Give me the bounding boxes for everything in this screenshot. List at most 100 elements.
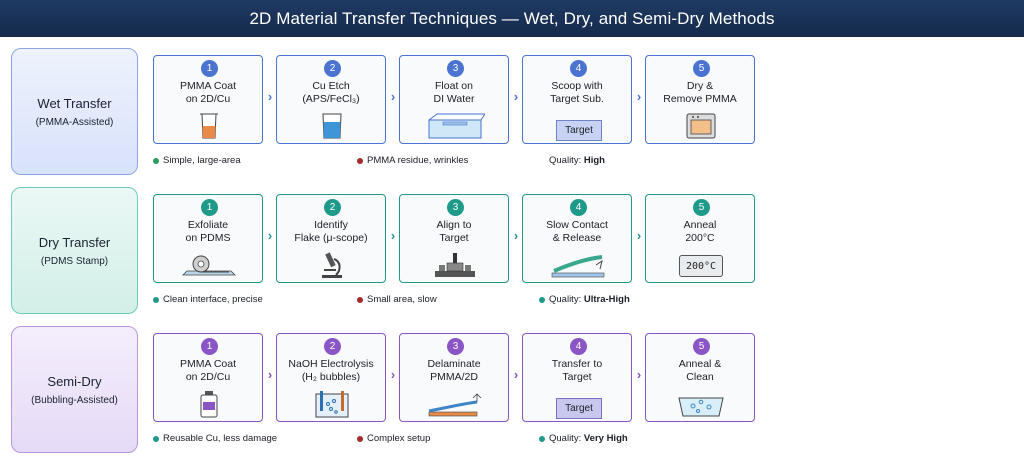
step-number: 5 bbox=[693, 60, 710, 77]
pro-dot-icon bbox=[153, 435, 159, 442]
con-text: PMMA residue, wrinkles bbox=[367, 155, 469, 166]
pro-text: Simple, large-area bbox=[163, 155, 241, 166]
transfer-stage-icon bbox=[435, 253, 475, 277]
pro-note: Reusable Cu, less damage bbox=[153, 433, 277, 444]
chevron-right-icon: › bbox=[390, 228, 396, 243]
step-label: Align to Target bbox=[436, 219, 472, 244]
step-number: 3 bbox=[447, 199, 464, 216]
step-card: 2 Identify Flake (μ-scope) bbox=[276, 194, 386, 283]
step-number: 4 bbox=[570, 338, 587, 355]
stamp-contact-icon bbox=[551, 255, 605, 278]
microscope-icon bbox=[322, 252, 342, 278]
step-card: 3 Align to Target bbox=[399, 194, 509, 283]
quality-value: Very High bbox=[583, 433, 628, 444]
step-number: 4 bbox=[570, 60, 587, 77]
step-number: 2 bbox=[324, 199, 341, 216]
step-card: 1 Exfoliate on PDMS bbox=[153, 194, 263, 283]
step-label: PMMA Coat on 2D/Cu bbox=[179, 358, 237, 383]
step-number: 5 bbox=[693, 199, 710, 216]
con-dot-icon bbox=[357, 296, 363, 303]
beaker-blue-icon bbox=[322, 113, 342, 139]
step-card: 4 Transfer to Target Target bbox=[522, 333, 632, 422]
method-card-semi-dry: Semi-Dry (Bubbling-Assisted) bbox=[11, 326, 138, 453]
step-number: 1 bbox=[201, 338, 218, 355]
bottle-icon bbox=[200, 391, 218, 418]
quality-dot-icon bbox=[539, 435, 545, 442]
step-label: Dry & Remove PMMA bbox=[663, 80, 737, 105]
quality-label: Quality: bbox=[549, 155, 582, 166]
step-label: Scoop with Target Sub. bbox=[550, 80, 604, 105]
quality-label: Quality: bbox=[549, 294, 582, 305]
method-name: Dry Transfer bbox=[38, 234, 111, 250]
step-label: Anneal & Clean bbox=[678, 358, 722, 383]
step-label: Identify Flake (μ-scope) bbox=[294, 219, 368, 244]
step-number: 3 bbox=[447, 338, 464, 355]
display-text: 200°C bbox=[685, 260, 717, 272]
chevron-right-icon: › bbox=[267, 367, 273, 382]
con-note: Small area, slow bbox=[357, 294, 437, 305]
chevron-right-icon: › bbox=[636, 228, 642, 243]
step-card: 2 Cu Etch (APS/FeCl₃) bbox=[276, 55, 386, 144]
method-name: Wet Transfer bbox=[37, 95, 112, 111]
step-card: 1 PMMA Coat on 2D/Cu bbox=[153, 333, 263, 422]
chevron-right-icon: › bbox=[267, 228, 273, 243]
step-number: 2 bbox=[324, 338, 341, 355]
step-label: Slow Contact & Release bbox=[546, 219, 608, 244]
quality-note: Quality: Ultra-High bbox=[539, 294, 630, 305]
tape-roll-icon bbox=[182, 255, 236, 276]
step-card: 5 Dry & Remove PMMA bbox=[645, 55, 755, 144]
step-number: 3 bbox=[447, 60, 464, 77]
step-card: 4 Scoop with Target Sub. Target bbox=[522, 55, 632, 144]
step-number: 4 bbox=[570, 199, 587, 216]
step-card: 3 Float on DI Water bbox=[399, 55, 509, 144]
chevron-right-icon: › bbox=[390, 367, 396, 382]
method-subtitle: (Bubbling-Assisted) bbox=[31, 394, 118, 406]
step-label: Float on DI Water bbox=[433, 80, 475, 105]
pro-text: Clean interface, precise bbox=[163, 294, 263, 305]
quality-note: Quality: Very High bbox=[539, 433, 628, 444]
step-label: Delaminate PMMA/2D bbox=[427, 358, 481, 383]
method-card-dry: Dry Transfer (PDMS Stamp) bbox=[11, 187, 138, 314]
step-card: 2 NaOH Electrolysis (H₂ bubbles) bbox=[276, 333, 386, 422]
chevron-right-icon: › bbox=[513, 228, 519, 243]
bath-bubbles-icon bbox=[678, 397, 724, 417]
oven-icon bbox=[686, 113, 716, 139]
step-card: 1 PMMA Coat on 2D/Cu bbox=[153, 55, 263, 144]
step-card: 4 Slow Contact & Release bbox=[522, 194, 632, 283]
chevron-right-icon: › bbox=[267, 89, 273, 104]
row-wet-transfer: Wet Transfer (PMMA-Assisted) 1 PMMA Coat… bbox=[0, 48, 1024, 178]
method-subtitle: (PDMS Stamp) bbox=[40, 255, 109, 267]
step-number: 1 bbox=[201, 60, 218, 77]
pro-note: Clean interface, precise bbox=[153, 294, 263, 305]
target-box: Target bbox=[556, 120, 602, 141]
step-card: 5 Anneal 200°C 200°C bbox=[645, 194, 755, 283]
quality-label: Quality: bbox=[549, 433, 582, 444]
chevron-right-icon: › bbox=[636, 367, 642, 382]
pro-dot-icon bbox=[153, 296, 159, 303]
target-box: Target bbox=[556, 398, 602, 419]
con-note: Complex setup bbox=[357, 433, 430, 444]
con-text: Complex setup bbox=[367, 433, 431, 444]
quality-dot-icon bbox=[539, 296, 545, 303]
water-bath-icon bbox=[428, 113, 485, 139]
step-label: NaOH Electrolysis (H₂ bubbles) bbox=[288, 358, 374, 383]
quality-note: Quality: High bbox=[549, 155, 605, 166]
row-dry-transfer: Dry Transfer (PDMS Stamp) 1 Exfoliate on… bbox=[0, 187, 1024, 317]
pro-dot-icon bbox=[153, 157, 159, 164]
step-number: 5 bbox=[693, 338, 710, 355]
electrolysis-icon bbox=[315, 391, 349, 418]
row-semi-dry: Semi-Dry (Bubbling-Assisted) 1 PMMA Coat… bbox=[0, 326, 1024, 456]
quality-value: High bbox=[583, 155, 605, 166]
step-card: 5 Anneal & Clean bbox=[645, 333, 755, 422]
step-label: PMMA Coat on 2D/Cu bbox=[179, 80, 237, 105]
method-name: Semi-Dry bbox=[47, 373, 102, 389]
quality-value: Ultra-High bbox=[583, 294, 630, 305]
chevron-right-icon: › bbox=[636, 89, 642, 104]
step-label: Cu Etch (APS/FeCl₃) bbox=[302, 80, 360, 105]
step-number: 2 bbox=[324, 60, 341, 77]
step-label: Anneal 200°C bbox=[683, 219, 717, 244]
chevron-right-icon: › bbox=[513, 367, 519, 382]
con-dot-icon bbox=[357, 435, 363, 442]
step-label: Transfer to Target bbox=[551, 358, 603, 383]
method-subtitle: (PMMA-Assisted) bbox=[35, 116, 114, 128]
